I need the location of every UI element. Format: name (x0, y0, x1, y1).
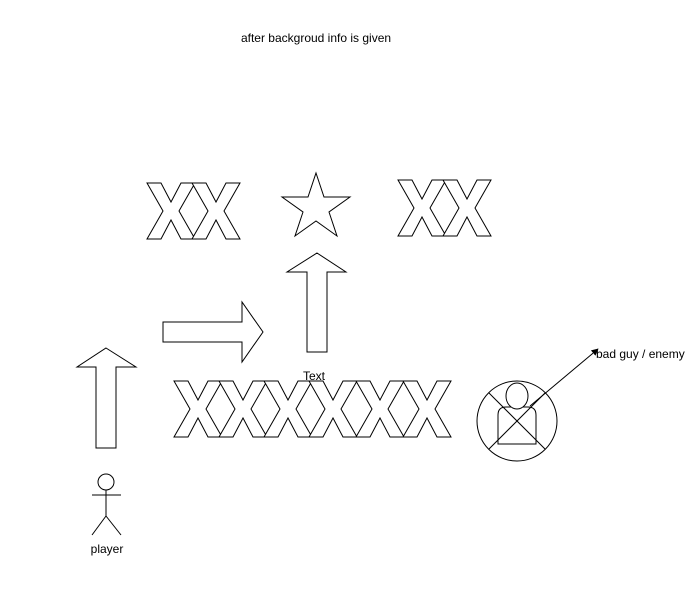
x-mark-group-top-right (397, 179, 492, 237)
enemy-label: bad guy / enemy (596, 347, 685, 361)
x-mark-icon (308, 380, 358, 438)
star-icon (280, 171, 352, 238)
crossed-out-user-icon (476, 380, 558, 462)
x-mark-group-top-left (146, 182, 241, 240)
up-arrow-shape (285, 252, 348, 353)
player-label: player (90, 542, 124, 556)
x-mark-icon (355, 380, 405, 438)
x-mark-icon (263, 380, 313, 438)
arrow-text-label: Text (302, 369, 325, 383)
x-mark-icon (442, 179, 492, 237)
x-mark-icon (402, 380, 452, 438)
diagram-heading: after backgroud info is given (240, 31, 392, 45)
x-mark-icon (146, 182, 196, 240)
x-mark-icon (397, 179, 447, 237)
right-arrow-shape (162, 300, 264, 364)
x-mark-icon (173, 380, 223, 438)
x-mark-icon (191, 182, 241, 240)
x-mark-icon (218, 380, 268, 438)
stick-figure-icon (91, 473, 122, 536)
up-arrow-shape-left (75, 347, 138, 449)
x-mark-row-bottom (173, 380, 452, 438)
enemy-connector-arrow (529, 348, 599, 407)
